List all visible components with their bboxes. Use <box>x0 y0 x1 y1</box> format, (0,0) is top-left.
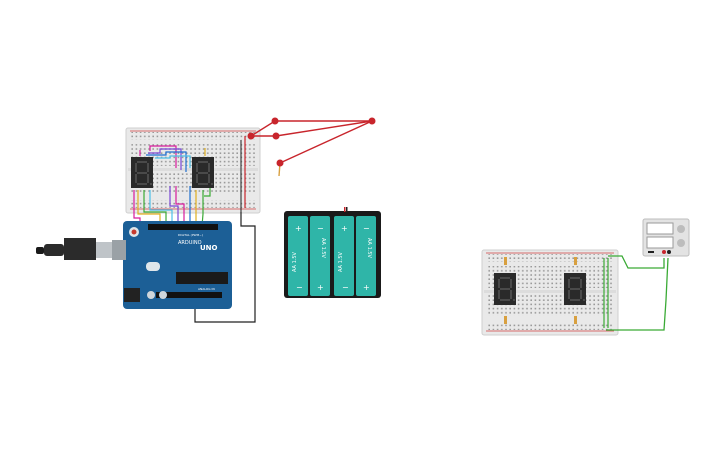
battery-cell-label: AA 1.5V <box>320 238 326 259</box>
power-supply-wires[interactable] <box>606 255 669 331</box>
segment-digit <box>135 161 152 185</box>
battery-plus: + <box>341 224 348 233</box>
battery-minus: − <box>317 224 324 233</box>
battery-plus: + <box>363 283 370 292</box>
power-supply-positive-terminal[interactable] <box>662 250 666 254</box>
display-wires-top[interactable] <box>139 145 206 172</box>
arduino-analog-label: ANALOG IN <box>198 287 215 291</box>
resistors-right[interactable] <box>504 257 577 324</box>
battery-minus: − <box>363 224 370 233</box>
segment-digit <box>196 161 213 185</box>
arduino-uno-board[interactable]: ARDUINO UNO DIGITAL (PWM~) ANALOG IN <box>123 221 232 309</box>
battery-minus: − <box>342 283 349 292</box>
dc-power-supply[interactable] <box>642 218 690 257</box>
battery-pack-4xAA[interactable]: + − − + + − − + AA 1.5V AA 1.5V AA 1.5V … <box>284 207 381 298</box>
battery-plus: + <box>295 224 302 233</box>
breadboard-right[interactable] <box>481 249 619 336</box>
usb-cable[interactable] <box>36 238 126 260</box>
battery-cell-label: AA 1.5V <box>292 251 298 272</box>
arduino-model: UNO <box>200 244 218 252</box>
seven-segment-display-right[interactable] <box>192 157 214 188</box>
ground-wire[interactable] <box>194 212 256 323</box>
battery-minus: − <box>296 283 303 292</box>
arduino-brand: ARDUINO <box>178 240 202 246</box>
seven-segment-display-right-board-1[interactable] <box>494 273 516 305</box>
red-wires[interactable] <box>240 117 376 213</box>
power-supply-negative-terminal[interactable] <box>667 250 671 254</box>
segment-digit <box>568 277 585 301</box>
battery-cell-label: AA 1.5V <box>338 251 344 272</box>
segment-digit <box>498 277 515 301</box>
seven-segment-display-right-board-2[interactable] <box>564 273 586 305</box>
battery-cell-label: AA 1.5V <box>366 238 372 259</box>
battery-plus: + <box>317 283 324 292</box>
arduino-digital-label: DIGITAL (PWM~) <box>178 233 203 237</box>
seven-segment-display-left[interactable] <box>131 157 153 188</box>
